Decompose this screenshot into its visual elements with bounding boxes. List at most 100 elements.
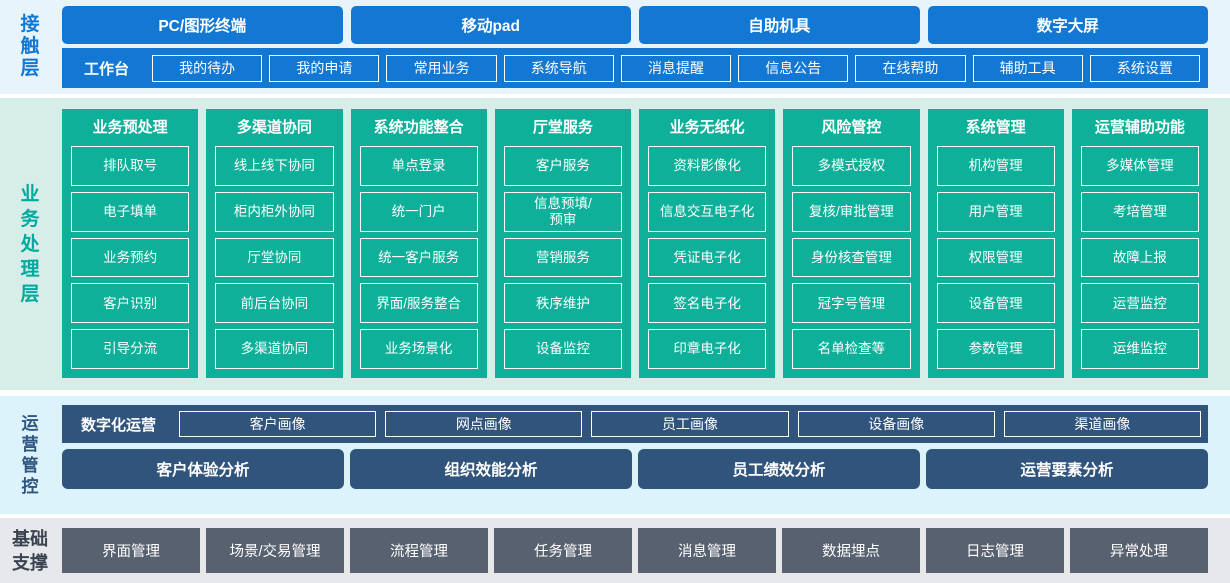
analysis-box[interactable]: 组织效能分析 bbox=[350, 449, 632, 489]
business-feature-box[interactable]: 单点登录 bbox=[359, 146, 478, 186]
business-feature-box[interactable]: 信息预填/ 预审 bbox=[503, 191, 622, 232]
worktop-chip[interactable]: 系统导航 bbox=[503, 54, 614, 82]
base-support-box[interactable]: 数据埋点 bbox=[782, 528, 920, 573]
business-feature-box[interactable]: 资料影像化 bbox=[648, 146, 767, 186]
business-feature-box[interactable]: 参数管理 bbox=[936, 329, 1055, 369]
business-feature-box[interactable]: 信息交互电子化 bbox=[648, 191, 767, 232]
business-feature-box[interactable]: 前后台协同 bbox=[215, 283, 334, 324]
base-support-box[interactable]: 界面管理 bbox=[62, 528, 200, 573]
business-feature-box[interactable]: 营销服务 bbox=[503, 237, 622, 278]
vertical-label-char: 接 bbox=[20, 14, 40, 35]
business-column-title: 运营辅助功能 bbox=[1094, 119, 1185, 136]
business-column: 风险管控多模式授权复核/审批管理身份核查管理冠字号管理名单检查等 bbox=[783, 109, 920, 378]
business-column-group: 业务预处理排队取号电子填单业务预约客户识别引导分流多渠道协同线上线下协同柜内柜外… bbox=[60, 104, 1230, 384]
portrait-chip[interactable]: 客户画像 bbox=[179, 411, 377, 437]
band-label-contact-text: 接触层 bbox=[20, 14, 39, 80]
vertical-label-char: 业 bbox=[20, 183, 40, 205]
channel-box[interactable]: 数字大屏 bbox=[927, 6, 1208, 44]
channel-box[interactable]: PC/图形终端 bbox=[62, 6, 343, 44]
business-feature-box[interactable]: 冠字号管理 bbox=[792, 283, 911, 324]
business-column-title: 多渠道协同 bbox=[236, 119, 312, 136]
digital-operations-bar: 数字化运营 客户画像网点画像员工画像设备画像渠道画像 bbox=[62, 405, 1208, 443]
business-feature-box[interactable]: 引导分流 bbox=[71, 329, 190, 369]
business-column-title: 系统功能整合 bbox=[373, 119, 464, 136]
business-feature-box[interactable]: 机构管理 bbox=[936, 146, 1055, 186]
worktop-chip[interactable]: 系统设置 bbox=[1089, 54, 1200, 82]
portrait-chip-group: 客户画像网点画像员工画像设备画像渠道画像 bbox=[179, 411, 1202, 437]
business-feature-box[interactable]: 电子填单 bbox=[71, 191, 190, 232]
portrait-chip[interactable]: 员工画像 bbox=[591, 411, 789, 437]
business-feature-box[interactable]: 业务场景化 bbox=[359, 329, 478, 369]
vertical-label-char: 运 bbox=[21, 414, 39, 433]
business-feature-box[interactable]: 名单检查等 bbox=[792, 329, 911, 369]
base-support-box[interactable]: 异常处理 bbox=[1070, 528, 1208, 573]
base-support-box[interactable]: 日志管理 bbox=[926, 528, 1064, 573]
business-feature-box[interactable]: 线上线下协同 bbox=[215, 146, 334, 186]
business-feature-box[interactable]: 运营监控 bbox=[1080, 283, 1199, 324]
business-feature-box[interactable]: 客户识别 bbox=[71, 283, 190, 324]
channel-box[interactable]: 移动pad bbox=[350, 6, 631, 44]
worktop-chip[interactable]: 我的待办 bbox=[152, 54, 263, 82]
business-feature-box[interactable]: 凭证电子化 bbox=[648, 237, 767, 278]
business-feature-box[interactable]: 印章电子化 bbox=[648, 329, 767, 369]
base-support-box[interactable]: 场景/交易管理 bbox=[206, 528, 344, 573]
vertical-label-char: 基 bbox=[12, 528, 30, 549]
business-feature-box[interactable]: 厅堂协同 bbox=[215, 237, 334, 278]
business-feature-box[interactable]: 权限管理 bbox=[936, 237, 1055, 278]
band-label-operations-text: 运营管控 bbox=[22, 413, 39, 497]
portrait-chip[interactable]: 网点画像 bbox=[385, 411, 583, 437]
portrait-chip[interactable]: 渠道画像 bbox=[1003, 411, 1202, 437]
business-feature-box[interactable]: 多渠道协同 bbox=[215, 329, 334, 369]
business-feature-box[interactable]: 复核/审批管理 bbox=[792, 191, 911, 232]
analysis-box[interactable]: 员工绩效分析 bbox=[638, 449, 920, 489]
base-support-box[interactable]: 任务管理 bbox=[494, 528, 632, 573]
business-feature-box[interactable]: 客户服务 bbox=[503, 146, 622, 186]
worktop-chip[interactable]: 常用业务 bbox=[386, 54, 497, 82]
business-feature-box[interactable]: 柜内柜外协同 bbox=[215, 191, 334, 232]
channel-box[interactable]: 自助机具 bbox=[639, 6, 920, 44]
vertical-label-char: 础 bbox=[30, 528, 48, 549]
base-support-box[interactable]: 流程管理 bbox=[350, 528, 488, 573]
worktop-chip[interactable]: 在线帮助 bbox=[855, 54, 966, 82]
business-feature-box[interactable]: 考培管理 bbox=[1080, 191, 1199, 232]
business-feature-box[interactable]: 运维监控 bbox=[1080, 329, 1199, 369]
analysis-box[interactable]: 客户体验分析 bbox=[62, 449, 344, 489]
business-feature-box[interactable]: 界面/服务整合 bbox=[359, 283, 478, 324]
band-label-base: 基础支撑 bbox=[0, 522, 60, 579]
vertical-label-char: 营 bbox=[21, 435, 39, 454]
digital-operations-title: 数字化运营 bbox=[81, 416, 157, 434]
analysis-box[interactable]: 运营要素分析 bbox=[926, 449, 1208, 489]
analysis-row: 客户体验分析组织效能分析员工绩效分析运营要素分析 bbox=[62, 449, 1208, 489]
business-feature-box[interactable]: 秩序维护 bbox=[503, 283, 622, 324]
portrait-chip[interactable]: 设备画像 bbox=[797, 411, 995, 437]
vertical-label-char: 处 bbox=[20, 233, 40, 255]
business-feature-box[interactable]: 身份核查管理 bbox=[792, 237, 911, 278]
business-column: 厅堂服务客户服务信息预填/ 预审营销服务秩序维护设备监控 bbox=[494, 109, 631, 378]
business-feature-box[interactable]: 统一客户服务 bbox=[359, 237, 478, 278]
worktop-chip[interactable]: 信息公告 bbox=[738, 54, 849, 82]
worktop-bar: 工作台 我的待办我的申请常用业务系统导航消息提醒信息公告在线帮助辅助工具系统设置 bbox=[62, 48, 1208, 88]
business-feature-box[interactable]: 签名电子化 bbox=[648, 283, 767, 324]
business-feature-box[interactable]: 用户管理 bbox=[936, 191, 1055, 232]
business-feature-box[interactable]: 排队取号 bbox=[71, 146, 190, 186]
business-column: 运营辅助功能多媒体管理考培管理故障上报运营监控运维监控 bbox=[1071, 109, 1208, 378]
business-feature-box[interactable]: 故障上报 bbox=[1080, 237, 1199, 278]
worktop-chip[interactable]: 我的申请 bbox=[269, 54, 380, 82]
worktop-chip[interactable]: 消息提醒 bbox=[620, 54, 732, 82]
vertical-label-char: 务 bbox=[20, 208, 40, 230]
business-column-title: 系统管理 bbox=[965, 119, 1026, 136]
business-feature-box[interactable]: 业务预约 bbox=[71, 237, 190, 278]
business-feature-box[interactable]: 多模式授权 bbox=[792, 146, 911, 186]
band-base-support-layer: 基础支撑 界面管理场景/交易管理流程管理任务管理消息管理数据埋点日志管理异常处理 bbox=[0, 518, 1230, 583]
business-column: 多渠道协同线上线下协同柜内柜外协同厅堂协同前后台协同多渠道协同 bbox=[206, 109, 343, 378]
business-feature-box[interactable]: 统一门户 bbox=[359, 191, 478, 232]
business-feature-box[interactable]: 设备管理 bbox=[936, 283, 1055, 324]
business-feature-box[interactable]: 多媒体管理 bbox=[1080, 146, 1199, 186]
business-feature-box[interactable]: 设备监控 bbox=[503, 329, 622, 369]
worktop-chip[interactable]: 辅助工具 bbox=[972, 54, 1083, 82]
band-label-business: 业务处理层 bbox=[0, 104, 60, 384]
base-support-box[interactable]: 消息管理 bbox=[638, 528, 776, 573]
vertical-label-char: 撑 bbox=[30, 552, 48, 573]
